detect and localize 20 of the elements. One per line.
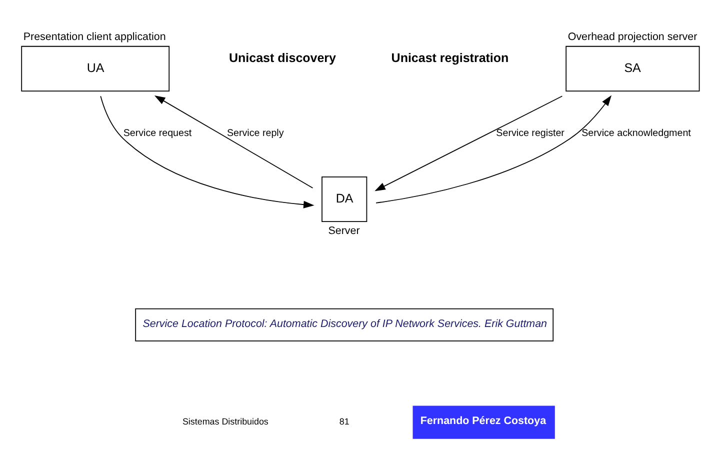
arrow (374, 95, 563, 191)
arrow (154, 94, 314, 188)
arrow (100, 95, 314, 208)
label: Fernando Pérez Costoya (420, 414, 546, 427)
edge-label: Service acknowledgment (582, 128, 691, 139)
node-label: Overhead projection server (568, 30, 698, 42)
label: 81 (339, 416, 350, 426)
node-box: UA (21, 45, 170, 92)
edge-label: Service reply (226, 128, 284, 139)
label: Unicast discovery (229, 50, 336, 65)
node-box: DA (322, 176, 368, 222)
node-label: Presentation client application (23, 30, 166, 42)
label: Service Location Protocol: Automatic Discovery of IP Network Services. Erik Guttman (142, 317, 548, 330)
edge-label: Service request (123, 128, 192, 139)
node-box: SA (566, 45, 700, 92)
arrow (376, 94, 612, 203)
label: Sistemas Distribuidos (182, 416, 268, 426)
edge-label: Service register (496, 128, 564, 139)
node-label: Server (328, 224, 360, 236)
label: Unicast registration (391, 50, 509, 65)
